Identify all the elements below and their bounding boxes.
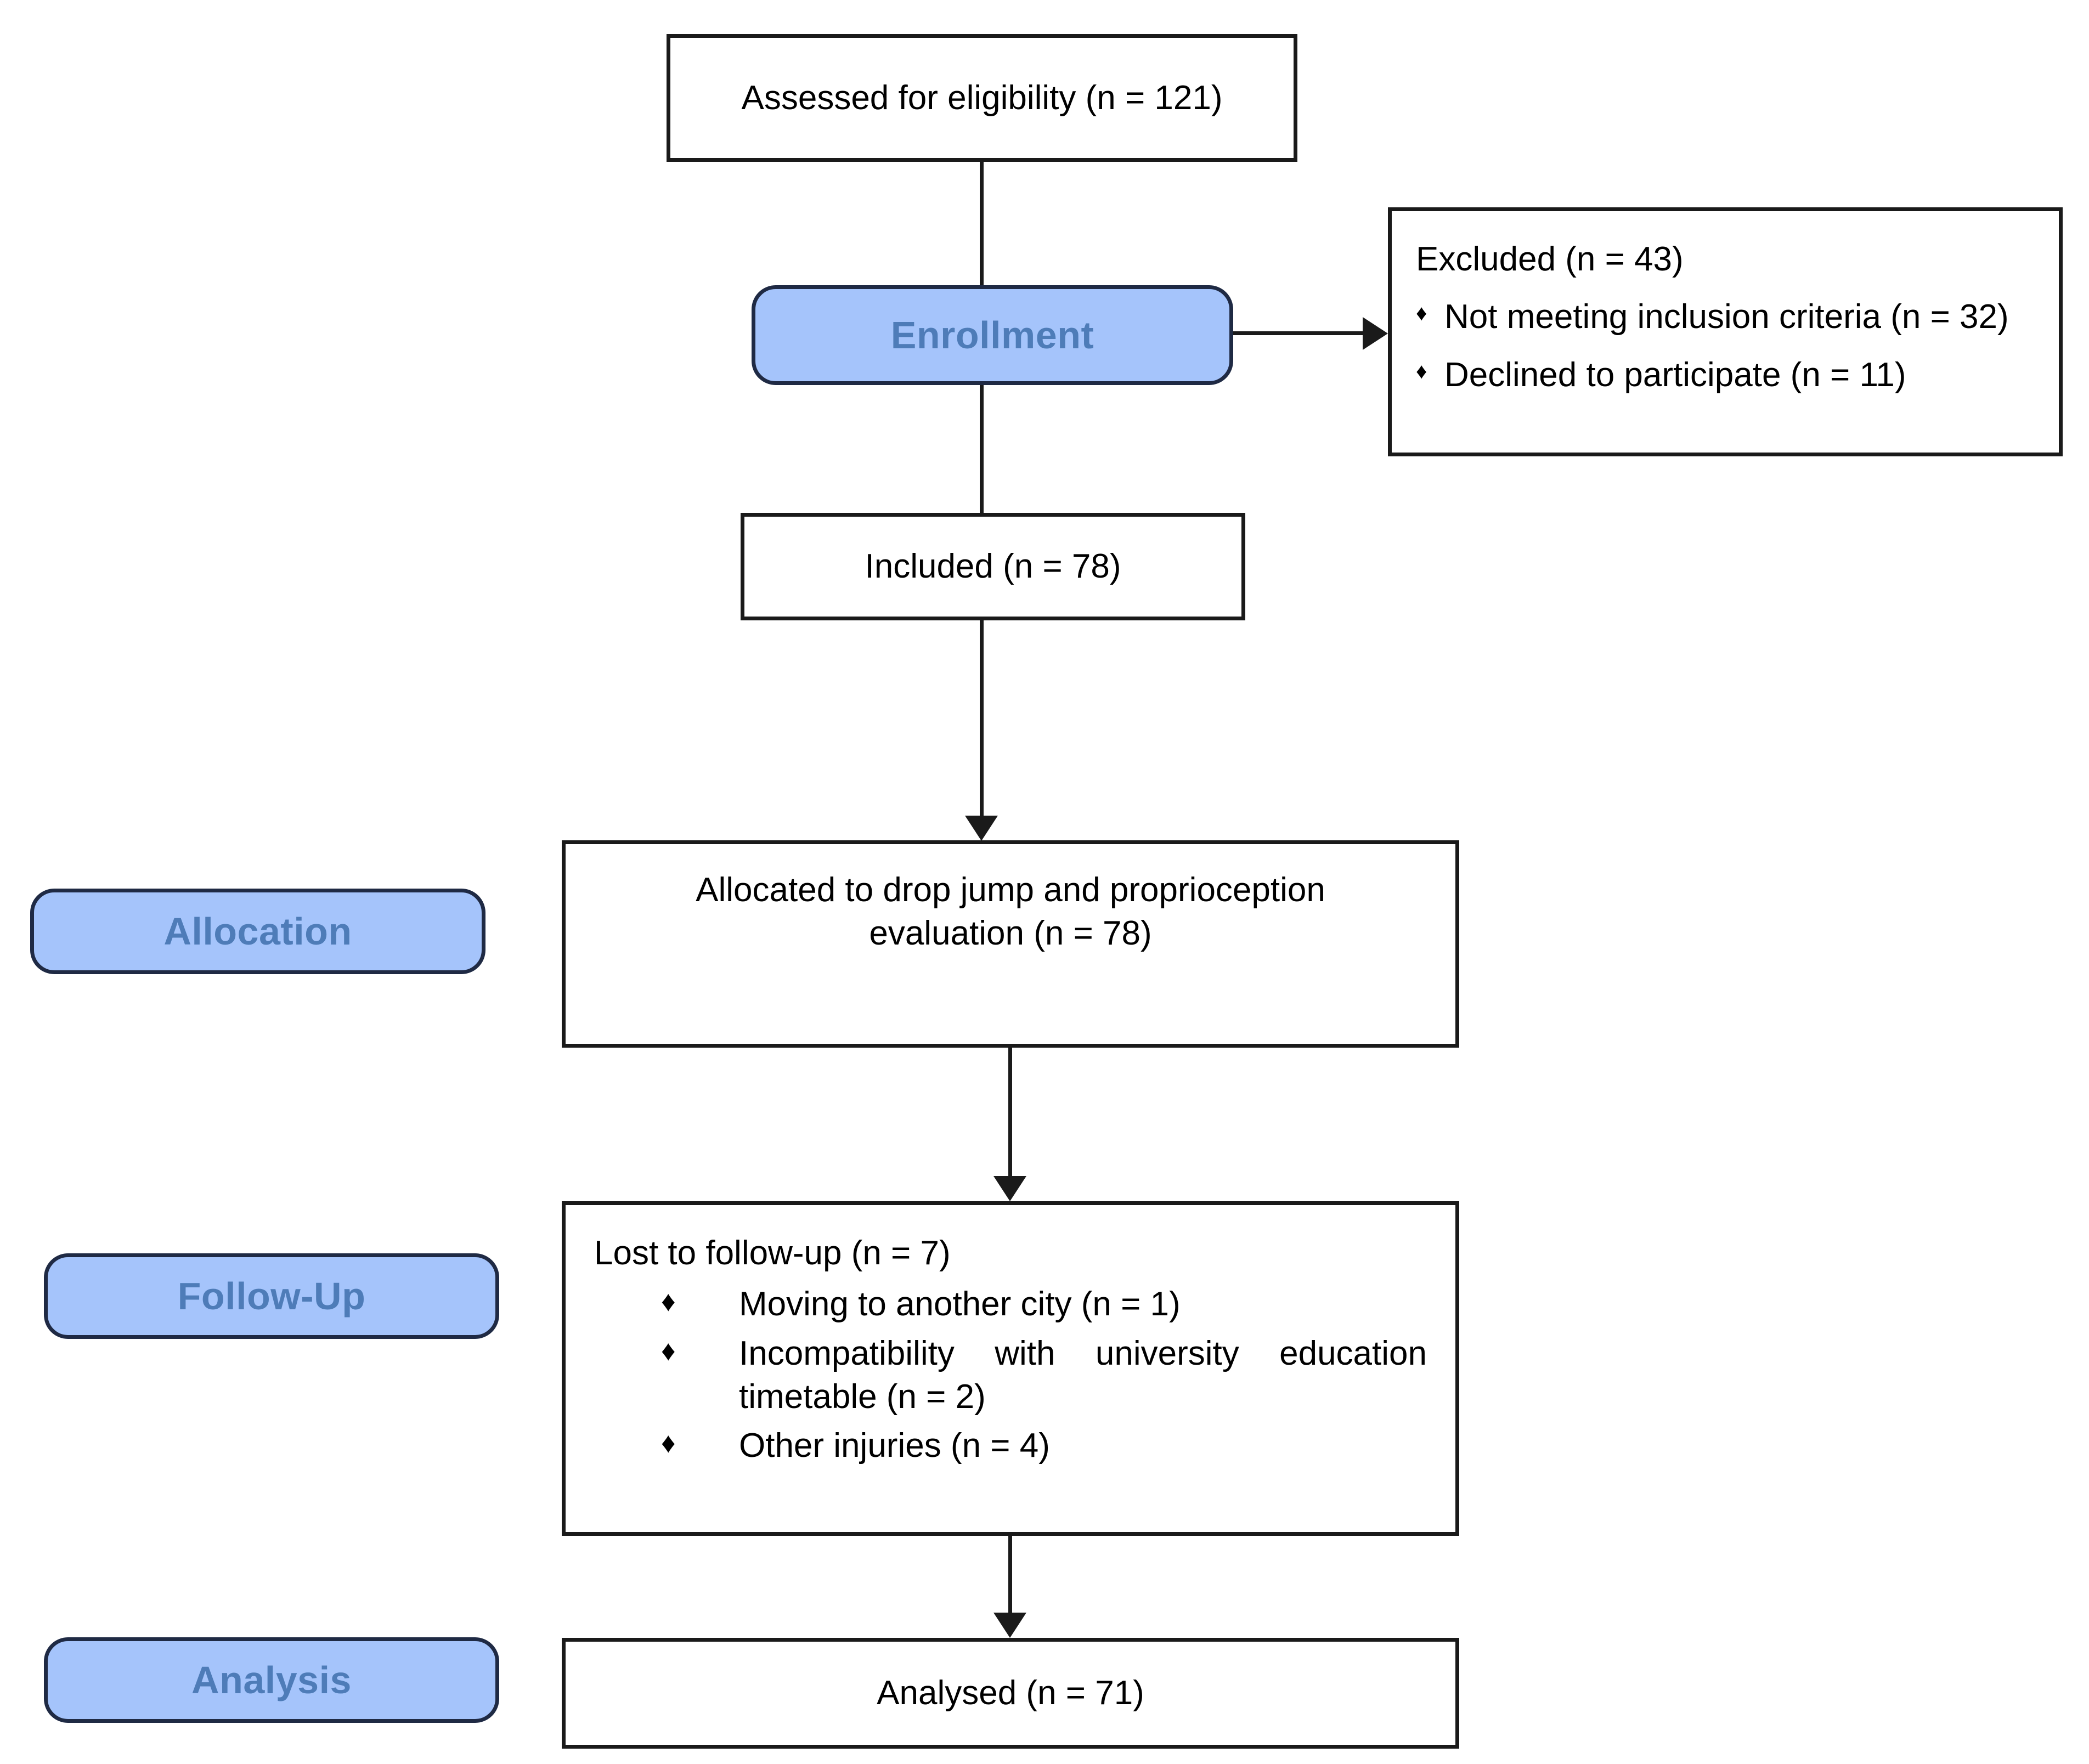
lost-reason-text: Incompatibility with university educatio… bbox=[739, 1334, 1427, 1416]
stage-label-followup: Follow-Up bbox=[44, 1253, 499, 1339]
lost-reason-text: Other injuries (n = 4) bbox=[739, 1427, 1050, 1465]
excluded-box-body: Excluded (n = 43) ♦ Not meeting inclusio… bbox=[1416, 238, 2035, 397]
list-item: ♦ Incompatibility with university educat… bbox=[656, 1332, 1427, 1419]
list-item: ♦ Moving to another city (n = 1) bbox=[656, 1282, 1427, 1326]
lost-to-followup-header: Lost to follow-up (n = 7) bbox=[594, 1234, 951, 1272]
diamond-bullet-icon: ♦ bbox=[1416, 359, 1427, 383]
arrowhead-down-to-analysed bbox=[993, 1613, 1026, 1638]
excluded-reason-list: ♦ Not meeting inclusion criteria (n = 32… bbox=[1416, 295, 2035, 397]
arrowhead-down-to-allocated bbox=[965, 816, 998, 841]
connector-lost-to-analysed bbox=[1008, 1536, 1012, 1613]
allocated-box-body: Allocated to drop jump and proprioceptio… bbox=[604, 868, 1417, 956]
diamond-bullet-icon: ♦ bbox=[661, 1286, 676, 1318]
analysed-text: Analysed (n = 71) bbox=[877, 1674, 1144, 1712]
stage-label-followup-text: Follow-Up bbox=[177, 1275, 366, 1318]
included-box: Included (n = 78) bbox=[741, 513, 1245, 620]
arrowhead-right-to-excluded bbox=[1363, 317, 1388, 350]
assessed-for-eligibility-box: Assessed for eligibility (n = 121) bbox=[667, 34, 1297, 162]
stage-label-allocation-text: Allocation bbox=[163, 910, 352, 953]
excluded-header: Excluded (n = 43) bbox=[1416, 240, 1684, 278]
connector-enrollment-to-included bbox=[980, 385, 984, 515]
connector-included-to-allocated bbox=[980, 620, 984, 816]
connector-assessed-to-enrollment bbox=[980, 162, 984, 287]
allocated-box: Allocated to drop jump and proprioceptio… bbox=[562, 840, 1459, 1048]
arrowhead-down-to-lost bbox=[993, 1176, 1026, 1201]
diamond-bullet-icon: ♦ bbox=[1416, 301, 1427, 326]
stage-label-allocation: Allocation bbox=[30, 889, 485, 974]
stage-label-enrollment-text: Enrollment bbox=[890, 314, 1094, 357]
excluded-box: Excluded (n = 43) ♦ Not meeting inclusio… bbox=[1388, 207, 2063, 456]
diamond-bullet-icon: ♦ bbox=[661, 1427, 676, 1460]
connector-enrollment-to-excluded bbox=[1233, 331, 1363, 335]
list-item: ♦ Not meeting inclusion criteria (n = 32… bbox=[1416, 295, 2035, 338]
list-item: ♦ Declined to participate (n = 11) bbox=[1416, 353, 2035, 397]
lost-reason-list: ♦ Moving to another city (n = 1) ♦ Incom… bbox=[656, 1282, 1427, 1467]
stage-label-analysis-text: Analysis bbox=[191, 1659, 352, 1701]
lost-reason-text: Moving to another city (n = 1) bbox=[739, 1285, 1181, 1324]
diamond-bullet-icon: ♦ bbox=[661, 1335, 676, 1367]
connector-allocated-to-lost bbox=[1008, 1048, 1012, 1176]
lost-to-followup-body: Lost to follow-up (n = 7) ♦ Moving to an… bbox=[594, 1231, 1427, 1468]
stage-label-enrollment: Enrollment bbox=[752, 285, 1233, 385]
excluded-reason-text: Not meeting inclusion criteria (n = 32) bbox=[1444, 298, 2009, 336]
assessed-for-eligibility-text: Assessed for eligibility (n = 121) bbox=[741, 78, 1223, 117]
analysed-box: Analysed (n = 71) bbox=[562, 1638, 1459, 1749]
included-text: Included (n = 78) bbox=[865, 547, 1121, 586]
list-item: ♦ Other injuries (n = 4) bbox=[656, 1424, 1427, 1467]
lost-to-followup-box: Lost to follow-up (n = 7) ♦ Moving to an… bbox=[562, 1201, 1459, 1536]
allocated-text-line-1: Allocated to drop jump and proprioceptio… bbox=[696, 871, 1325, 909]
excluded-reason-text: Declined to participate (n = 11) bbox=[1444, 355, 1906, 394]
stage-label-analysis: Analysis bbox=[44, 1637, 499, 1723]
allocated-text-line-2: evaluation (n = 78) bbox=[869, 914, 1152, 953]
